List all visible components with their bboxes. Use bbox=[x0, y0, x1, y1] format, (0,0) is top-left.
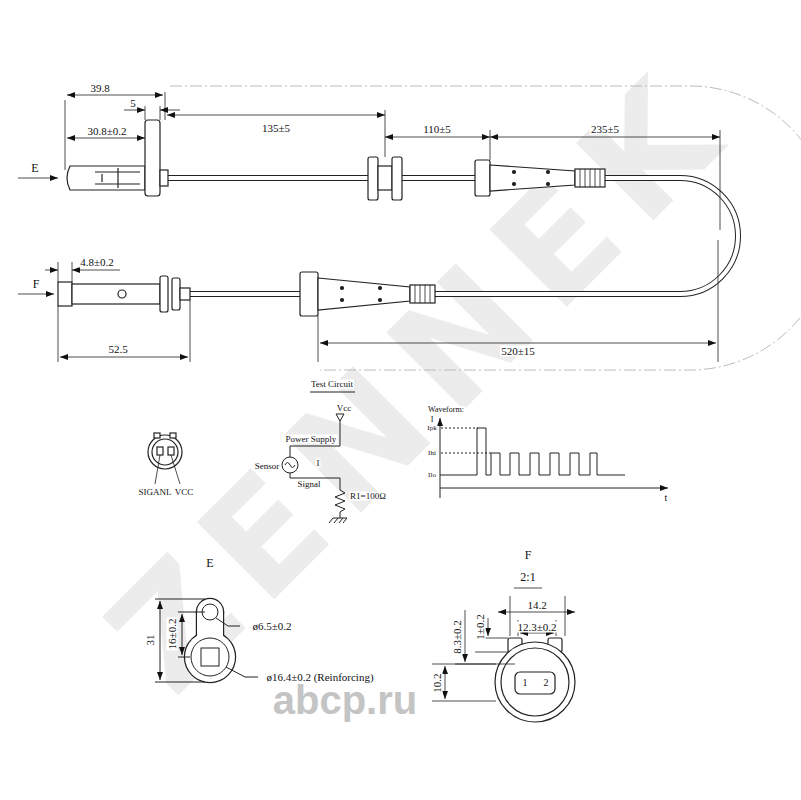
dimension: 52.5 bbox=[107, 344, 128, 355]
view-mark: F bbox=[524, 549, 533, 561]
dimension: 12.3±0.2 bbox=[516, 622, 557, 633]
dimension: 31 bbox=[145, 634, 156, 647]
signal-name: I bbox=[316, 459, 321, 468]
waveform-title: Waveform: bbox=[427, 406, 465, 414]
pin-name: VCC bbox=[174, 488, 195, 497]
dimension: 10.2 bbox=[432, 672, 443, 693]
axis-label: t bbox=[664, 493, 669, 503]
signal-name: Power Supply bbox=[285, 435, 338, 444]
circuit-title: Test Circuit bbox=[310, 380, 354, 389]
signal-name: Sensor bbox=[254, 462, 281, 471]
watermark: abcp.ru bbox=[273, 680, 417, 720]
view-mark: E bbox=[30, 162, 39, 174]
signal-name: Vcc bbox=[336, 404, 353, 413]
axis-label: I bbox=[430, 416, 435, 424]
dimension: 1±0.2 bbox=[475, 613, 486, 640]
dimension: 39.8 bbox=[89, 83, 110, 94]
dimension: 16±0.2 bbox=[167, 618, 178, 651]
dimension: 235±5 bbox=[590, 124, 620, 135]
dimension: 110±5 bbox=[422, 124, 452, 135]
axis-label: Ihi bbox=[427, 450, 437, 457]
dimension: ø6.5±0.2 bbox=[251, 621, 292, 632]
dimension: 14.2 bbox=[526, 600, 547, 611]
view-mark: F bbox=[32, 278, 41, 290]
pin-number: 2 bbox=[543, 678, 550, 688]
view-scale: 2:1 bbox=[519, 571, 536, 583]
dimension: 135±5 bbox=[261, 123, 291, 134]
signal-name: Signal bbox=[296, 480, 321, 489]
dimension: 30.8±0.2 bbox=[86, 126, 127, 137]
pin-name: SIGANL bbox=[138, 488, 173, 497]
pin-number: 1 bbox=[522, 678, 529, 688]
axis-label: Ilo bbox=[427, 472, 437, 479]
dimension: 8.3±0.2 bbox=[452, 619, 463, 655]
axis-label: Ipk bbox=[426, 425, 437, 432]
dimension: 5 bbox=[129, 98, 137, 109]
resistor-value: R1=100Ω bbox=[349, 492, 387, 501]
view-mark: E bbox=[205, 557, 214, 569]
dimension: 4.8±0.2 bbox=[79, 257, 115, 268]
dimension: 520±15 bbox=[500, 346, 536, 357]
watermark: ZENNEK bbox=[84, 44, 756, 716]
dimension: ø16.4±0.2 (Reinforcing) bbox=[265, 672, 374, 683]
